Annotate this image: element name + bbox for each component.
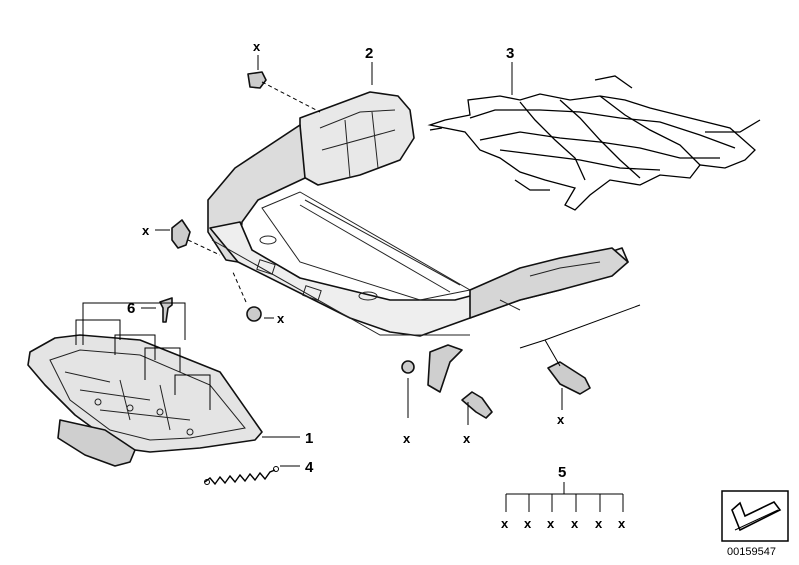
label-x-set-1: x xyxy=(501,516,509,531)
reference-number: 00159547 xyxy=(727,546,776,558)
label-x-bottom-left: x xyxy=(403,431,411,446)
fastener-screw-6 xyxy=(159,297,173,323)
label-x-left: x xyxy=(142,223,150,238)
label-x-nut: x xyxy=(277,311,285,326)
fastener-bottom-bolt xyxy=(461,391,493,419)
tension-spring-part xyxy=(204,466,279,486)
leader-lines xyxy=(75,55,641,512)
label-x-set-3: x xyxy=(547,516,555,531)
fastener-bottom-nut xyxy=(401,360,415,374)
label-part-6: 6 xyxy=(127,300,135,317)
fastener-right-pin xyxy=(547,361,591,395)
label-part-4: 4 xyxy=(305,459,314,476)
label-x-set-4: x xyxy=(571,516,579,531)
seat-frame-part xyxy=(207,91,629,393)
fastener-nut-mid xyxy=(246,306,262,322)
label-part-1: 1 xyxy=(305,430,313,447)
label-x-set-2: x xyxy=(524,516,532,531)
seat-corner-arrow-icon xyxy=(721,490,789,542)
seat-tray-part xyxy=(27,334,263,467)
fastener-left-bolt xyxy=(171,219,191,249)
label-x-set-5: x xyxy=(595,516,603,531)
label-part-2: 2 xyxy=(365,45,373,62)
label-x-set-6: x xyxy=(618,516,626,531)
spring-mat-part xyxy=(427,75,761,211)
fastener-top-nut xyxy=(247,71,267,89)
label-x-right: x xyxy=(557,412,565,427)
label-part-5: 5 xyxy=(558,464,566,481)
label-x-bottom-mid: x xyxy=(463,431,471,446)
label-part-3: 3 xyxy=(506,45,514,62)
label-x-top: x xyxy=(253,39,261,54)
